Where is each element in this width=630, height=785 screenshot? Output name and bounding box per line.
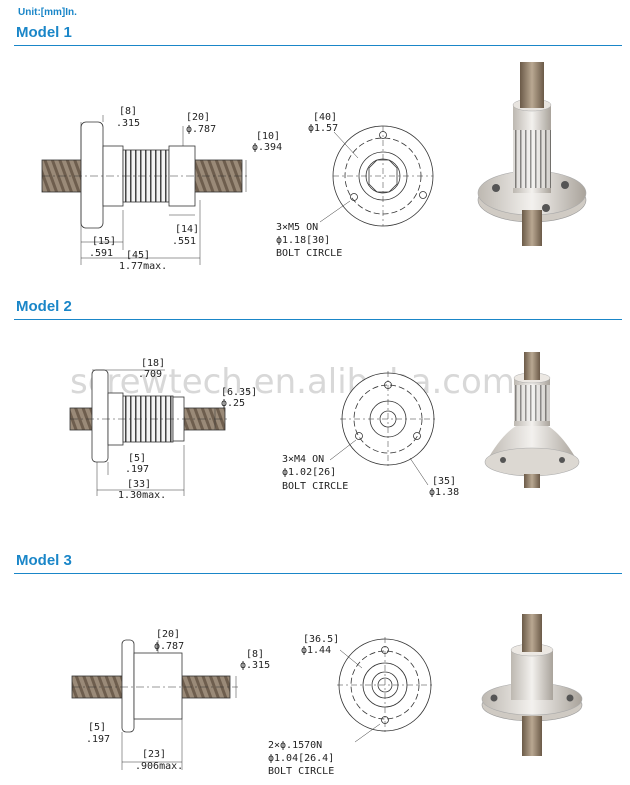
model-1-dim-screw-mm: [10]: [256, 131, 280, 142]
model-1-dim-flange-mm: [8]: [119, 106, 137, 117]
model-3-dim-flange-position-mm: [5]: [88, 722, 106, 733]
model-2-dim-screw-mm: [6.35]: [221, 387, 257, 398]
watermark: screwtech.en.alibaba.com: [70, 362, 515, 402]
model-1-dim-total-in: 1.77max.: [119, 261, 167, 272]
model-3-dim-flange-position-in: .197: [86, 734, 110, 745]
model-2-dim-flange-diameter-in: ϕ1.38: [429, 487, 459, 498]
model-3-bolt-circle: ϕ1.04[26.4]: [268, 753, 334, 764]
model-1-product-photo: [477, 62, 587, 246]
model-3-dim-total-mm: [23]: [142, 749, 166, 760]
model-1-bolt-circle-label: BOLT CIRCLE: [276, 248, 342, 259]
model-3-product-photo: [481, 614, 583, 756]
section-divider: [14, 319, 622, 320]
section-divider: [14, 573, 622, 574]
model-3-side-view: [71, 639, 238, 770]
model-1-dim-body-in: ϕ.787: [186, 124, 216, 135]
model-1-dim-screw-in: ϕ.394: [252, 142, 282, 153]
model-3-dim-total-in: .906max.: [135, 761, 183, 772]
model-1-front-view: [319, 125, 434, 227]
model-3-dim-flange-diameter-mm: [36.5]: [303, 634, 339, 645]
model-1-bolt-circle: ϕ1.18[30]: [276, 235, 330, 246]
model-2-dim-flange-diameter-mm: [35]: [432, 476, 456, 487]
model-1-holes-note: 3×M5 ON: [276, 222, 318, 233]
model-1-dim-body-mm: [20]: [186, 112, 210, 123]
model-2-dim-total-mm: [33]: [127, 479, 151, 490]
model-3-bolt-circle-label: BOLT CIRCLE: [268, 766, 334, 777]
model-2-product-photo: [484, 352, 580, 488]
section-divider: [14, 45, 622, 46]
model-3-dim-flange-diameter-in: ϕ1.44: [301, 645, 331, 656]
model-2-dim-screw-in: ϕ.25: [221, 398, 245, 409]
model-1-side-view: [41, 115, 250, 265]
model-1-dim-flange-position-mm: [15]: [92, 236, 116, 247]
model-2-bolt-circle: ϕ1.02[26]: [282, 467, 336, 478]
model-1-dim-flange-position-in: .591: [89, 248, 113, 259]
section-title-model-2: Model 2: [16, 298, 72, 315]
model-3-holes-note: 2×ϕ.1570N: [268, 740, 322, 751]
model-2-dim-flange-in: .709: [138, 369, 162, 380]
model-1-dim-flange-diameter-mm: [40]: [313, 112, 337, 123]
model-2-front-view: [329, 371, 436, 486]
model-2-dim-flange-position-in: .197: [125, 464, 149, 475]
model-3-front-view: [337, 637, 433, 743]
model-1-dim-flange-diameter-in: ϕ1.57: [308, 123, 338, 134]
model-1-dim-body-length-in: .551: [172, 236, 196, 247]
units-label: Unit:[mm]In.: [18, 7, 77, 18]
model-2-side-view: [69, 369, 230, 496]
model-3-dim-body-mm: [20]: [156, 629, 180, 640]
model-3-dim-screw-in: ϕ.315: [240, 660, 270, 671]
model-2-holes-note: 3×M4 ON: [282, 454, 324, 465]
model-1-dim-flange-in: .315: [116, 118, 140, 129]
section-title-model-3: Model 3: [16, 552, 72, 569]
model-3-dim-screw-mm: [8]: [246, 649, 264, 660]
model-2-dim-flange-mm: [18]: [141, 358, 165, 369]
model-3-dim-body-in: ϕ.787: [154, 641, 184, 652]
model-1-dim-total-mm: [45]: [126, 250, 150, 261]
section-title-model-1: Model 1: [16, 24, 72, 41]
model-1-dim-body-length-mm: [14]: [175, 224, 199, 235]
model-2-dim-flange-position-mm: [5]: [128, 453, 146, 464]
model-2-bolt-circle-label: BOLT CIRCLE: [282, 481, 348, 492]
model-2-dim-total-in: 1.30max.: [118, 490, 166, 501]
